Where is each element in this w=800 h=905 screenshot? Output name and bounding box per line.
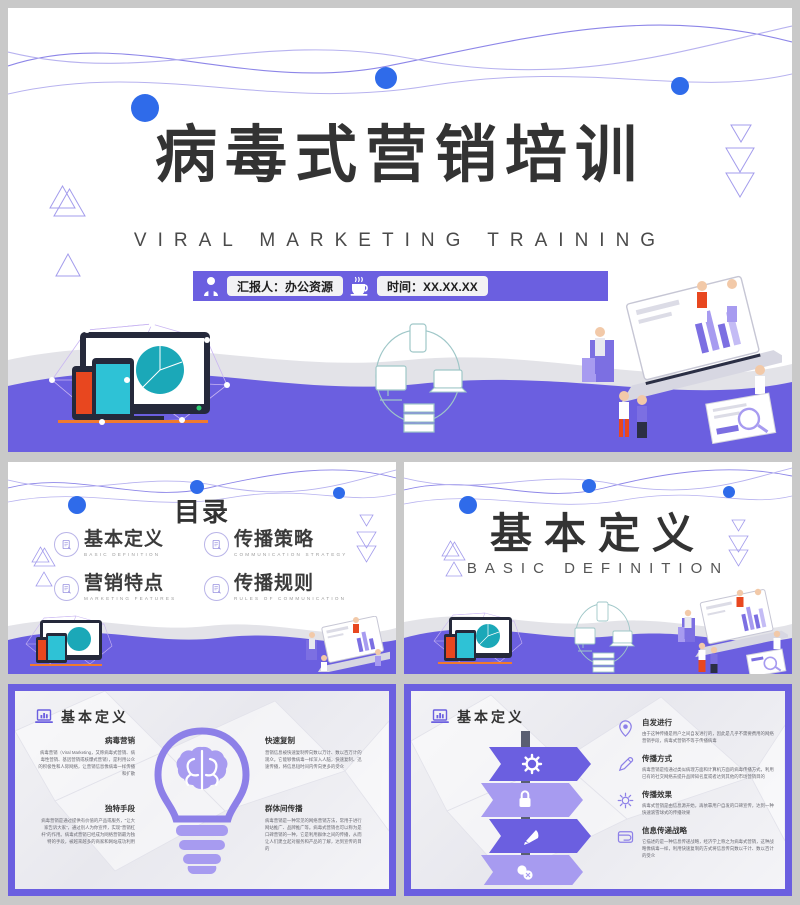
list-item-body: 病毒营销是指通过类似病理方面和计算机方面的病毒传播方式，利用已有的社交网络去提升…	[642, 767, 774, 779]
catalog-item[interactable]: 基本定义 BASIC DEFINITION	[54, 528, 204, 572]
catalog-item-sublabel: COMMUNICATION STRATEGY	[234, 552, 348, 557]
devices-illustration	[49, 321, 230, 425]
list-item-body: 病毒式营销是由信息源开始，再依靠用户自发的口碑宣传，达到一种快速滚雪球式的传播效…	[642, 803, 774, 815]
list-item: 传播效果 病毒式营销是由信息源开始，再依靠用户自发的口碑宣传，达到一种快速滚雪球…	[616, 789, 776, 816]
catalog-item-sublabel: MARKETING FEATURES	[84, 596, 177, 601]
pencil-icon	[618, 757, 634, 772]
person-figure	[619, 391, 629, 437]
block-title: 病毒营销	[105, 736, 135, 745]
definition-block: 独特手段 病毒营销是通过提供有价值的产品或服务，"让大家告诉大家"，通过别人为你…	[37, 803, 135, 845]
catalog-item-label: 传播规则	[234, 572, 315, 594]
laptop-chart-icon	[35, 709, 53, 723]
catalog-item-label: 基本定义	[84, 528, 165, 550]
slide-canvas: 基本定义	[411, 691, 785, 889]
gear-icon	[617, 792, 634, 809]
slide-header: 基本定义	[35, 707, 129, 727]
slide-definition-signpost[interactable]: 基本定义	[404, 684, 792, 896]
slide-canvas: 基本定义 病毒营销	[15, 691, 389, 889]
block-title: 快速复制	[265, 736, 295, 745]
laptop-team-illustration	[306, 616, 390, 672]
devices-illustration	[433, 612, 523, 664]
section-subtitle: BASIC DEFINITION	[466, 560, 730, 577]
list-item-title: 传播方式	[642, 754, 672, 763]
list-item-title: 传播效果	[642, 790, 672, 799]
document-pen-icon	[54, 532, 79, 557]
lightbulb-brain-icon	[154, 727, 250, 875]
catalog-item-label: 传播策略	[234, 528, 315, 550]
list-item-body: 它描述的是一种信息传递战略，经济学上称之为病毒式营销，这种战略像病毒一样，利用快…	[642, 839, 774, 858]
slide-title[interactable]: 病毒式营销培训 VIRAL MARKETING TRAINING 汇报人：办公资…	[8, 8, 792, 452]
block-body: 病毒营销是通过提供有价值的产品或服务，"让大家告诉大家"，通过别人为你宣传，实现…	[41, 818, 135, 844]
list-item-title: 自发进行	[642, 718, 672, 727]
catalog-item[interactable]: 传播规则 RULES OF COMMUNICATION	[204, 572, 354, 616]
devices-illustration	[25, 615, 113, 666]
rocket-icon	[524, 830, 539, 845]
document-pen-icon	[204, 576, 229, 601]
coins-icon	[517, 865, 533, 880]
list-item: 信息传递战略 它描述的是一种信息传递战略，经济学上称之为病毒式营销，这种战略像病…	[616, 825, 776, 859]
catalog-item-sublabel: RULES OF COMMUNICATION	[234, 596, 347, 601]
catalog-item-sublabel: BASIC DEFINITION	[84, 552, 161, 557]
section-title: 基本定义	[489, 509, 706, 558]
list-item: 自发进行 由于这种传播是用户之间自发进行的，因此是几乎不需要费用的网络营销手段，…	[616, 717, 776, 744]
slide-header-label: 基本定义	[61, 710, 129, 726]
document-pen-icon	[54, 576, 79, 601]
slide-header: 基本定义	[431, 707, 525, 727]
signpost-arrow	[489, 819, 591, 853]
presenter-bar: 汇报人：办公资源 时间：XX.XX.XX	[193, 271, 608, 301]
definition-block: 病毒营销 病毒营销（Viral Marketing，又称病毒式营销、病毒性营销、…	[37, 735, 135, 777]
person-figure	[595, 327, 605, 374]
time-field[interactable]: 时间：XX.XX.XX	[377, 276, 488, 296]
signpost-illustration	[481, 731, 591, 885]
slide-definition-lightbulb[interactable]: 基本定义 病毒营销	[8, 684, 396, 896]
laptop-team-illustration	[582, 275, 782, 444]
catalog-item-label: 营销特点	[84, 572, 165, 594]
network-illustration	[574, 601, 635, 673]
signpost-arrow	[481, 855, 583, 885]
definition-list: 自发进行 由于这种传播是用户之间自发进行的，因此是几乎不需要费用的网络营销手段，…	[616, 717, 776, 868]
list-item-body: 由于这种传播是用户之间自发进行的，因此是几乎不需要费用的网络营销手段，病毒式营销…	[642, 731, 774, 743]
slide-header-label: 基本定义	[457, 710, 525, 726]
gear-icon	[521, 753, 543, 775]
person-figure	[727, 279, 737, 322]
signpost-arrow	[481, 783, 583, 817]
definition-block: 群体间传播 病毒营销是一种常见的网络营销方法，常用于进行网站推广、品牌推广等。病…	[265, 803, 363, 852]
purple-wave-band	[8, 620, 396, 674]
definition-block: 快速复制 营销信息被快速复制传向数以万计、数以百万计的观众。它能够像病毒一样深入…	[265, 735, 363, 770]
catalog-list: 基本定义 BASIC DEFINITION 传播策略 COMMUNICATION…	[54, 528, 354, 616]
list-item: 传播方式 病毒营销是指通过类似病理方面和计算机方面的病毒传播方式，利用已有的社交…	[616, 753, 776, 780]
catalog-heading: 目录	[173, 498, 230, 528]
page-subtitle: VIRAL MARKETING TRAINING	[133, 230, 667, 251]
document-pen-icon	[204, 532, 229, 557]
page-title: 病毒式营销培训	[154, 118, 645, 191]
block-body: 病毒营销（Viral Marketing，又称病毒式营销、病毒性营销、基因营销或…	[38, 750, 135, 776]
coffee-cup-icon	[350, 276, 368, 296]
laptop-chart-icon	[431, 709, 449, 723]
block-body: 营销信息被快速复制传向数以万计、数以百万计的观众。它能够像病毒一样深入人脑，快速…	[265, 750, 362, 769]
wallet-icon	[617, 831, 634, 843]
block-body: 病毒营销是一种常见的网络营销方法，常用于进行网站推广、品牌推广等。病毒式营销也可…	[265, 818, 362, 851]
presenter-field[interactable]: 汇报人：办公资源	[227, 276, 344, 296]
slide-section-basic-definition[interactable]: 基本定义 BASIC DEFINITION	[404, 462, 792, 674]
network-illustration	[375, 323, 468, 433]
person-figure	[697, 281, 707, 322]
block-title: 独特手段	[105, 804, 135, 813]
person-figure	[637, 395, 647, 438]
laptop-team-illustration	[678, 588, 788, 674]
signpost-arrow	[489, 747, 591, 781]
location-pin-icon	[619, 720, 632, 737]
slide-catalog[interactable]: 目录 基本定义 BASIC DEFINITION 传播策略 COMMUNICAT…	[8, 462, 396, 674]
lock-icon	[519, 790, 531, 807]
list-item-title: 信息传递战略	[642, 826, 687, 835]
catalog-item[interactable]: 营销特点 MARKETING FEATURES	[54, 572, 204, 616]
block-title: 群体间传播	[265, 804, 303, 813]
person-icon	[204, 277, 218, 296]
catalog-item[interactable]: 传播策略 COMMUNICATION STRATEGY	[204, 528, 354, 572]
